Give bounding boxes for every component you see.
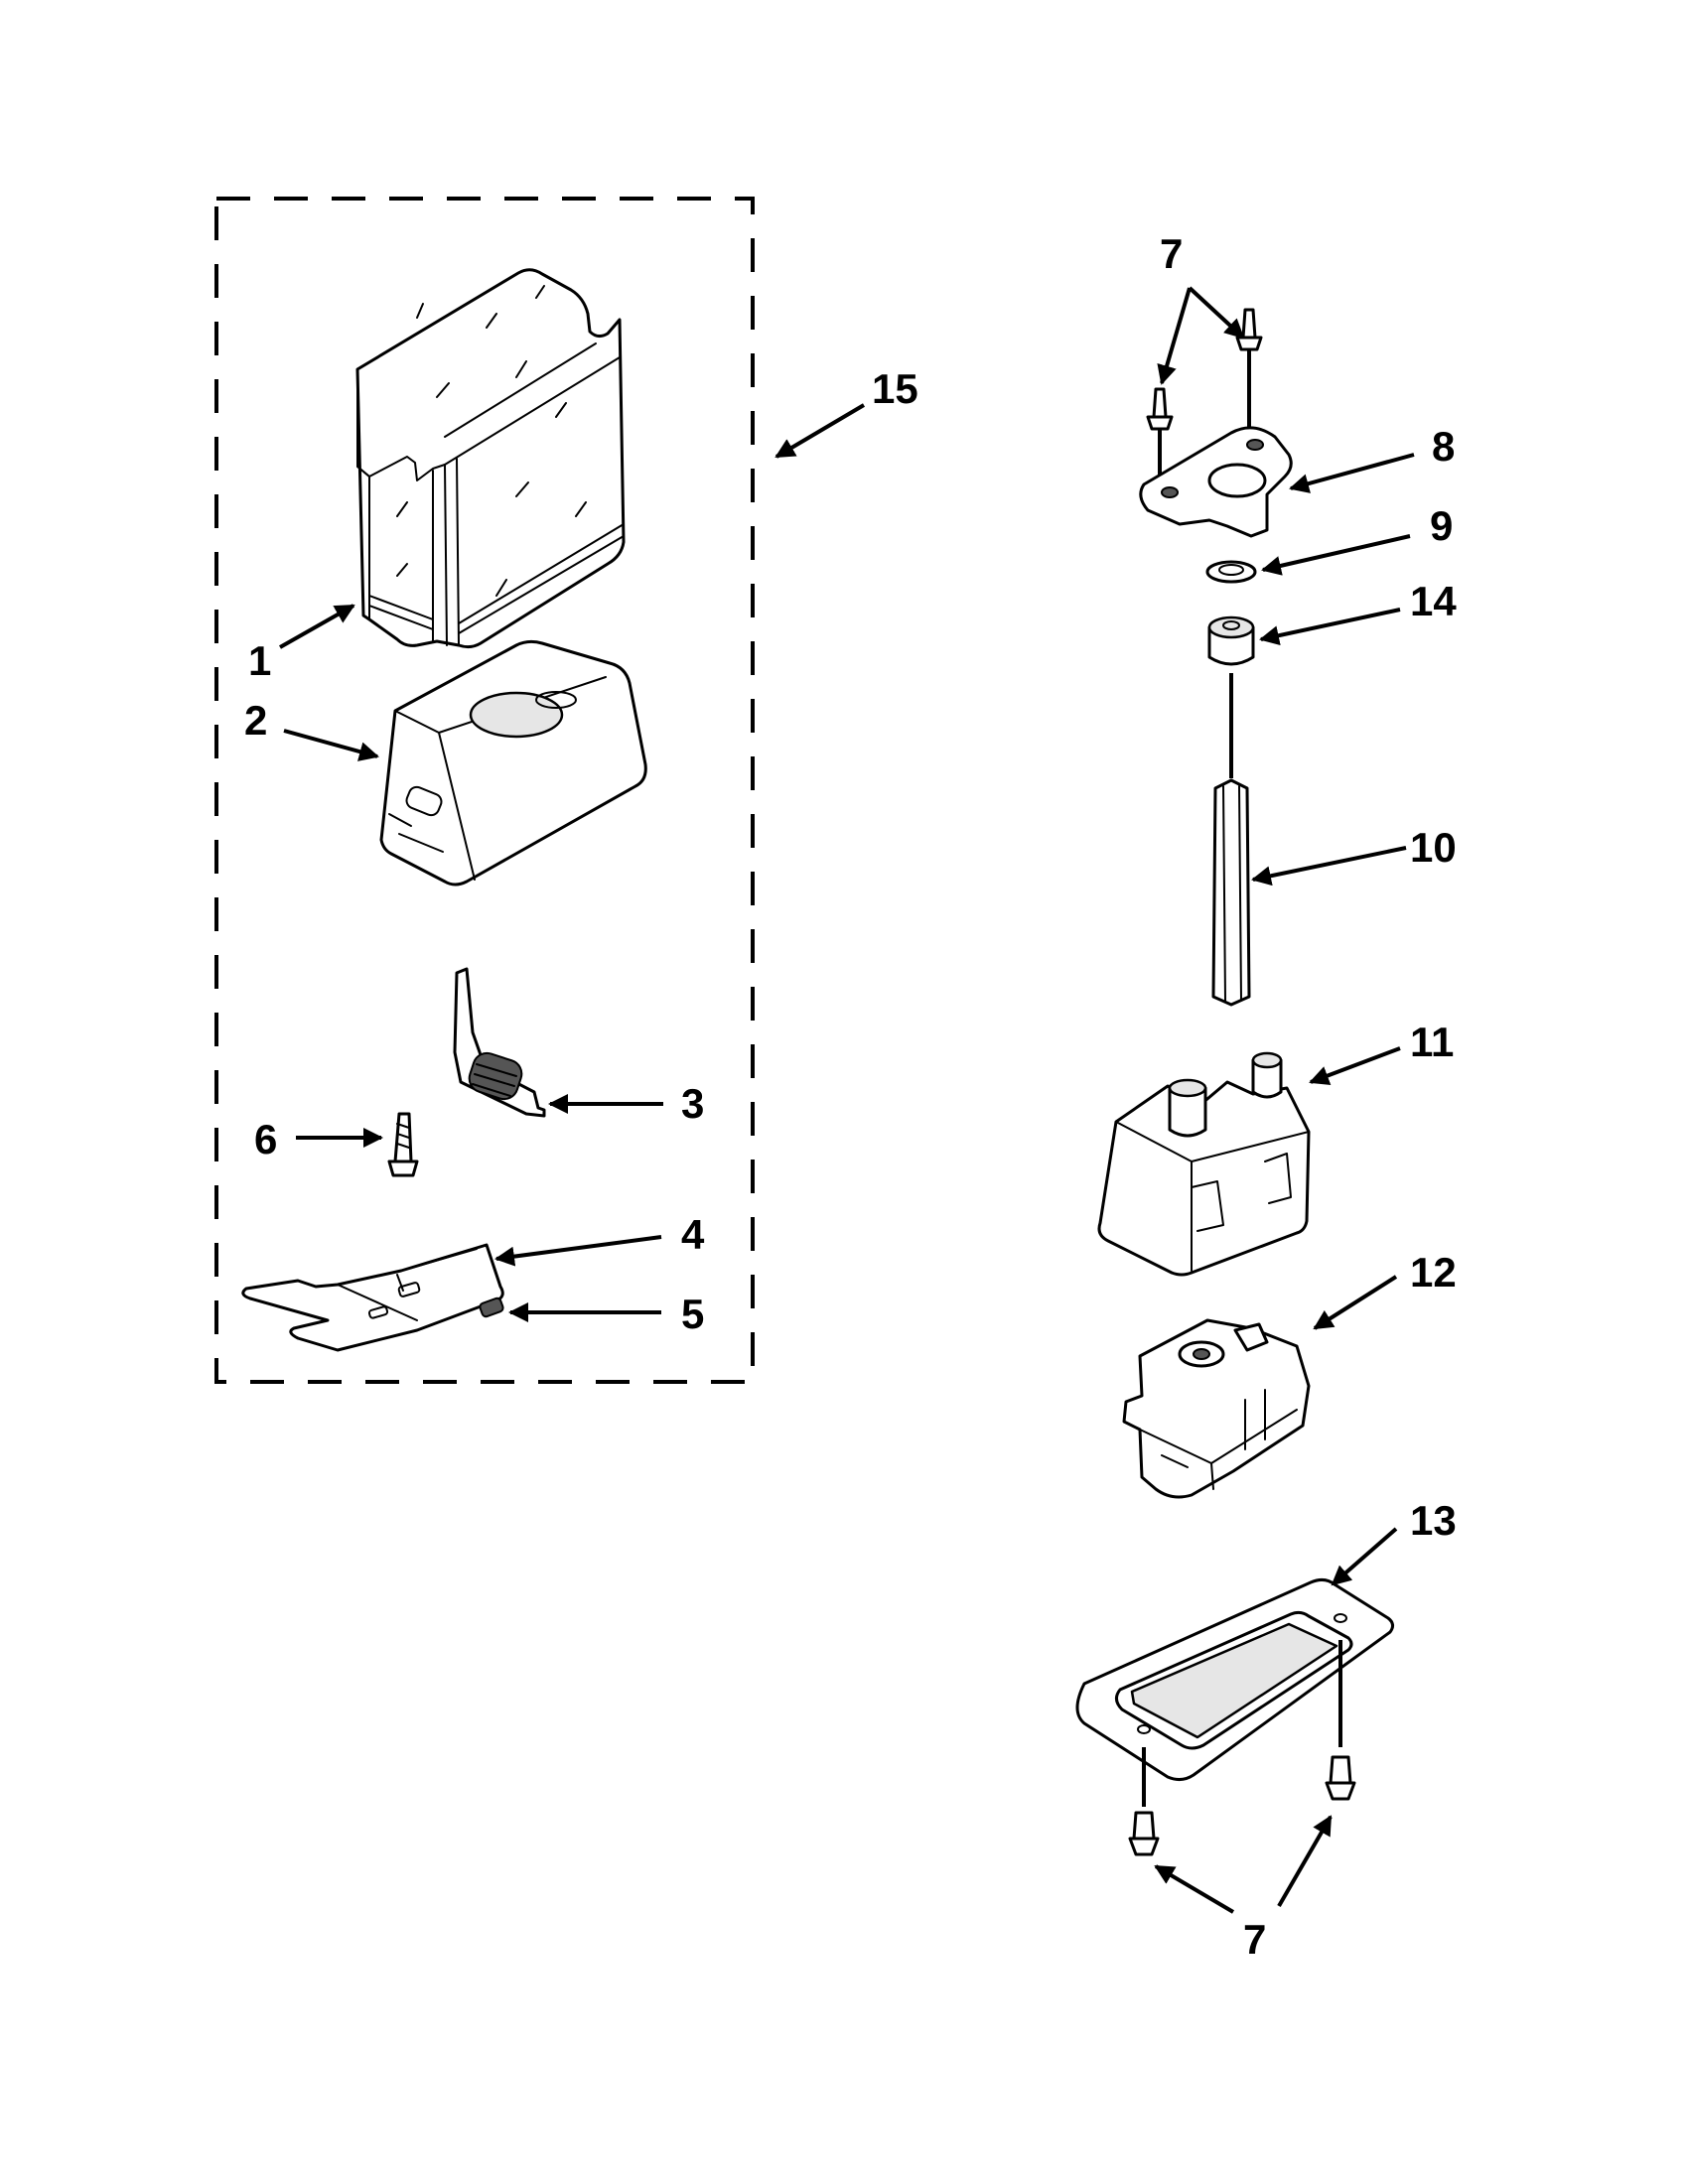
callout-13: 13 [1410, 1497, 1457, 1544]
part-13-gasket-frame[interactable] [1075, 1577, 1395, 1782]
callout-6: 6 [254, 1116, 277, 1162]
part-1-ice-container[interactable] [355, 268, 626, 649]
callout-7-bottom: 7 [1243, 1916, 1266, 1963]
callout-2: 2 [244, 697, 267, 744]
part-7-screw-bottom-right[interactable] [1325, 1755, 1356, 1801]
callout-11: 11 [1410, 1019, 1454, 1065]
callout-1: 1 [248, 637, 271, 684]
callout-3: 3 [681, 1080, 704, 1127]
callout-8: 8 [1432, 423, 1455, 470]
callout-10: 10 [1410, 824, 1457, 871]
callout-4: 4 [681, 1211, 705, 1258]
callout-5: 5 [681, 1291, 704, 1337]
part-7-screw-top-left[interactable] [1146, 387, 1174, 431]
part-11-motor-cover[interactable] [1097, 1051, 1311, 1277]
part-7-screw-top-right[interactable] [1235, 308, 1263, 351]
part-6-screw[interactable] [387, 1112, 419, 1177]
part-5-spring[interactable] [479, 1297, 504, 1318]
part-2-bucket-base[interactable] [379, 639, 647, 887]
part-7-screw-bottom-left[interactable] [1128, 1811, 1160, 1856]
callout-15: 15 [872, 365, 918, 412]
part-14-bushing[interactable] [1207, 615, 1255, 666]
part-10-hex-shaft[interactable] [1211, 778, 1251, 1007]
part-9-washer[interactable] [1205, 560, 1257, 584]
part-12-gear-motor[interactable] [1122, 1318, 1311, 1499]
callout-12: 12 [1410, 1249, 1457, 1296]
callout-14: 14 [1410, 578, 1457, 624]
callout-7-top: 7 [1160, 230, 1183, 277]
callout-9: 9 [1430, 502, 1453, 549]
part-4-slider-plate[interactable] [241, 1243, 504, 1352]
part-3-bracket[interactable] [453, 967, 546, 1118]
leader-lines [279, 286, 1415, 1914]
assembly-15-boundary [214, 197, 755, 1384]
part-8-mounting-plate[interactable] [1139, 426, 1293, 538]
